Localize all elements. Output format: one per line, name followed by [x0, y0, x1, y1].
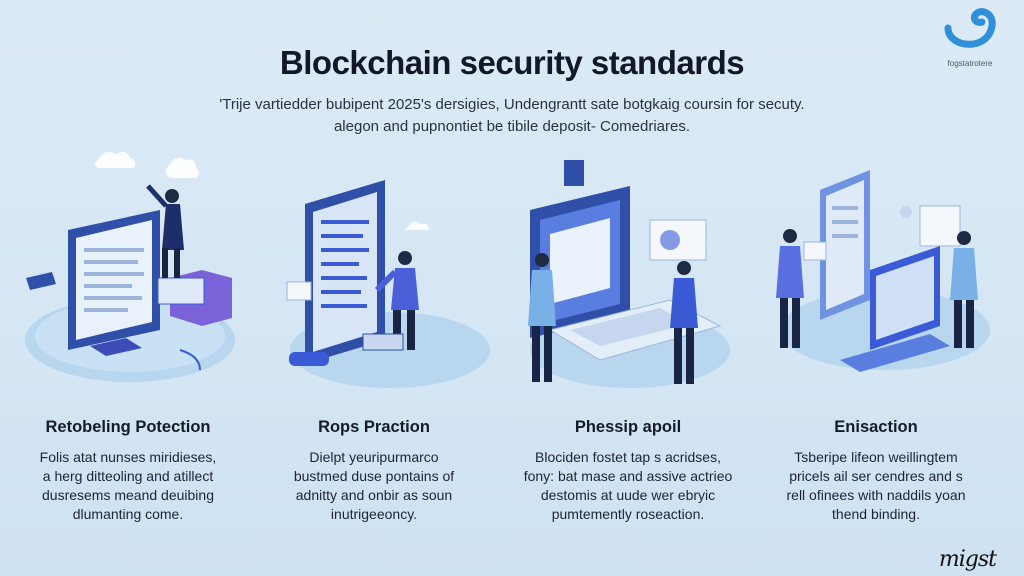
feature-description: Folis atat nunses miridieses, a herg dit… [8, 448, 248, 524]
feature-line: adnitty and onbir as soun [295, 487, 453, 503]
illustration-servers-with-two-people [770, 150, 1000, 400]
feature-title-phessip-apoil: Phessip apoil [574, 418, 682, 436]
feature-title-enisaction: Enisaction [834, 418, 918, 436]
illustration-computer-monitor-with-person [20, 150, 250, 400]
feature-line: bustmed duse pontains of [293, 468, 455, 484]
feature-line: inutrigeeoncy. [330, 506, 418, 522]
swirl-logo-icon [944, 8, 996, 48]
feature-line: Tsberipe lifeon weillingtem [794, 449, 958, 465]
signature-mark: migst [938, 547, 997, 572]
feature-line: destomis at uude wer ebryic [540, 487, 716, 503]
brand-caption: fogstatrotere [947, 59, 993, 68]
feature-description: Blociden fostet tap s acridses, fony: ba… [508, 448, 748, 524]
feature-line: rell ofinees with naddils yoan [786, 487, 966, 503]
subtitle-line: 'Trije vartiedder bubipent 2025's dersig… [219, 96, 805, 113]
page-title: Blockchain security standards [279, 44, 745, 81]
subtitle: 'Trije vartiedder bubipent 2025's dersig… [150, 94, 874, 138]
feature-description: Dielpt yeuripurmarco bustmed duse pontai… [254, 448, 494, 524]
feature-title-rops-praction: Rops Praction [318, 418, 430, 436]
feature-line: Folis atat nunses miridieses, [39, 449, 217, 465]
illustration-document-screen-with-person [275, 150, 505, 400]
feature-line: a herg ditteoling and atillect [42, 468, 214, 484]
feature-line: fony: bat mase and assive actrieo [523, 468, 733, 484]
feature-line: Dielpt yeuripurmarco [309, 449, 439, 465]
subtitle-line: alegon and pupnontiet be tibile deposit-… [333, 118, 691, 135]
feature-line: pricels ail ser cendres and s [789, 468, 963, 484]
feature-description: Tsberipe lifeon weillingtem pricels ail … [756, 448, 996, 524]
feature-title-retobeling-potection: Retobeling Potection [45, 418, 211, 436]
feature-line: dlumanting come. [72, 506, 184, 522]
brand-logo: fogstatrotere [938, 6, 1002, 68]
feature-line: Blociden fostet tap s acridses, [535, 449, 721, 465]
feature-line: dusresems meand deuibing [42, 487, 214, 503]
feature-line: thend binding. [832, 506, 920, 522]
illustration-laptop-with-two-people [520, 150, 750, 400]
feature-line: pumtemently roseaction. [551, 506, 705, 522]
